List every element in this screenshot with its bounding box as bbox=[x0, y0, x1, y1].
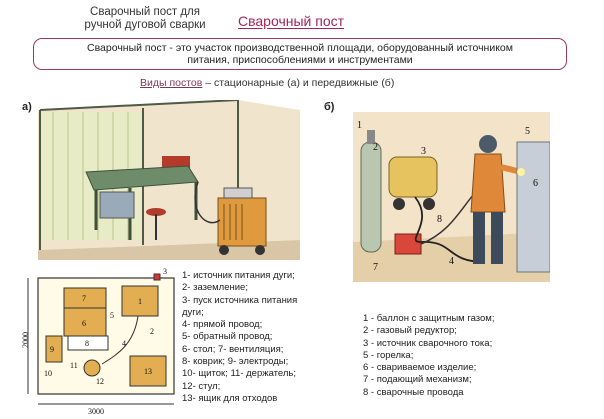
floor-plan: 3000 2000 1 3 7 6 5 9 8 10 11 12 4 13 2 bbox=[21, 267, 175, 414]
callout-b-8: 8 bbox=[437, 214, 442, 225]
plan-num-13: 13 bbox=[144, 367, 152, 376]
plan-num-9: 9 bbox=[50, 345, 54, 354]
welder-leg-right bbox=[491, 212, 503, 264]
legend-left: 1- источник питания дуги; 2- заземление;… bbox=[182, 270, 297, 405]
legend-right-item-6: 6 - свариваемое изделие; bbox=[363, 362, 477, 374]
plan-power-source bbox=[121, 285, 159, 317]
legend-right-item-2: 2 - газовый редуктор; bbox=[363, 325, 457, 337]
definition-box: Сварочный пост - это участок производств… bbox=[33, 38, 567, 70]
legend-left-item-1: 1- источник питания дуги; bbox=[182, 270, 295, 281]
legend-left-item-5: 5- обратный провод; bbox=[182, 331, 273, 343]
plan-num-10: 10 bbox=[44, 369, 52, 378]
workpiece bbox=[516, 141, 550, 273]
legend-left-item-13: 13- ящик для отходов bbox=[182, 392, 278, 404]
stool-seat bbox=[146, 208, 166, 216]
types-dash: – bbox=[205, 77, 212, 89]
plan-waste-box bbox=[129, 355, 167, 387]
welder-body bbox=[470, 153, 506, 213]
source-wheel-2 bbox=[423, 198, 435, 210]
panel-b-label: б) bbox=[324, 101, 335, 113]
plan-num-1: 1 bbox=[138, 297, 142, 306]
plan-num-2: 2 bbox=[150, 327, 154, 336]
callout-b-5: 5 bbox=[525, 126, 530, 137]
welding-arc bbox=[517, 168, 525, 176]
plan-num-3: 3 bbox=[163, 267, 167, 276]
welder-leg-left bbox=[473, 212, 485, 264]
plan-dim-width: 3000 bbox=[88, 407, 104, 414]
definition-line-1: Сварочный пост - это участок производств… bbox=[87, 42, 513, 54]
legend-right-item-1: 1 - баллон с защитным газом; bbox=[363, 313, 495, 324]
callout-b-7: 7 bbox=[373, 262, 378, 273]
callout-b-3: 3 bbox=[421, 146, 426, 157]
callout-b-2: 2 bbox=[373, 142, 378, 153]
legend-left-item-4: 4- прямой провод; bbox=[182, 319, 263, 331]
source-wheel-1 bbox=[393, 198, 405, 210]
plan-electrodes bbox=[45, 335, 63, 363]
legend-right-item-3: 3 - источник сварочного тока; bbox=[363, 337, 493, 349]
welder-mask bbox=[479, 135, 497, 153]
welding-cables bbox=[414, 196, 486, 263]
legend-left-item-8-9: 8- коврик; 9- электроды; bbox=[182, 356, 289, 368]
plan-num-12: 12 bbox=[96, 377, 104, 386]
wheel-2 bbox=[255, 245, 265, 255]
welding-current-source bbox=[388, 156, 438, 198]
power-source-panel bbox=[223, 187, 253, 199]
plan-chair bbox=[83, 359, 101, 377]
power-source-vents bbox=[223, 204, 243, 240]
legend-right: 1 - баллон с защитным газом; 2 - газовый… bbox=[363, 313, 494, 399]
legend-right-item-8: 8 - сварочные провода bbox=[363, 386, 464, 398]
electrode-box bbox=[99, 191, 135, 219]
plan-num-4: 4 bbox=[122, 339, 126, 348]
subtitle: Сварочный пост для ручной дуговой сварки bbox=[60, 6, 230, 32]
welding-cable bbox=[194, 181, 221, 224]
ventilation-hood bbox=[162, 156, 190, 168]
plan-num-6: 6 bbox=[82, 319, 86, 328]
legend-right-item-5: 5 - горелка; bbox=[363, 349, 414, 361]
subtitle-line-1: Сварочный пост для bbox=[90, 6, 200, 18]
callout-b-4: 4 bbox=[449, 256, 454, 267]
wheel-1 bbox=[219, 245, 229, 255]
stationary-post-illustration bbox=[38, 100, 300, 260]
plan-mat bbox=[67, 335, 109, 351]
plan-num-7: 7 bbox=[82, 294, 86, 303]
definition-line-2: питания, приспособлениями и инструментам… bbox=[187, 54, 413, 66]
plan-num-8: 8 bbox=[85, 339, 89, 348]
plan-start bbox=[153, 273, 161, 281]
gas-reducer bbox=[367, 130, 375, 144]
legend-left-item-2: 2- заземление; bbox=[182, 282, 248, 294]
types-label: Виды постов bbox=[140, 77, 203, 89]
callout-b-1: 1 bbox=[357, 120, 362, 131]
plan-num-5: 5 bbox=[110, 311, 114, 320]
callout-b-6: 6 bbox=[533, 178, 538, 189]
legend-left-item-3b: дуги; bbox=[182, 306, 204, 318]
types-line: Виды постов – стационарные (а) и передви… bbox=[140, 77, 394, 89]
legend-right-item-7: 7 - подающий механизм; bbox=[363, 374, 472, 386]
panel-b-callouts: 1 2 3 4 5 6 7 8 bbox=[357, 120, 538, 273]
plan-num-11: 11 bbox=[70, 361, 78, 370]
legend-left-item-6-7: 6- стол; 7- вентиляция; bbox=[182, 343, 284, 355]
legend-left-item-3: 3- пуск источника питания bbox=[182, 294, 298, 306]
mobile-post-illustration bbox=[353, 112, 550, 282]
page-title: Сварочный пост bbox=[238, 13, 345, 29]
plan-dim-height: 2000 bbox=[21, 332, 30, 348]
plan-cable bbox=[101, 315, 139, 365]
subtitle-line-2: ручной дуговой сварки bbox=[84, 19, 206, 31]
legend-left-item-10-11: 10- щиток; 11- держатель; bbox=[182, 368, 297, 380]
plan-table bbox=[63, 307, 107, 337]
legend-left-item-12: 12- стул; bbox=[182, 380, 221, 392]
panel-a-label: а) bbox=[22, 101, 32, 113]
types-text: стационарные (а) и передвижные (б) bbox=[214, 77, 395, 89]
